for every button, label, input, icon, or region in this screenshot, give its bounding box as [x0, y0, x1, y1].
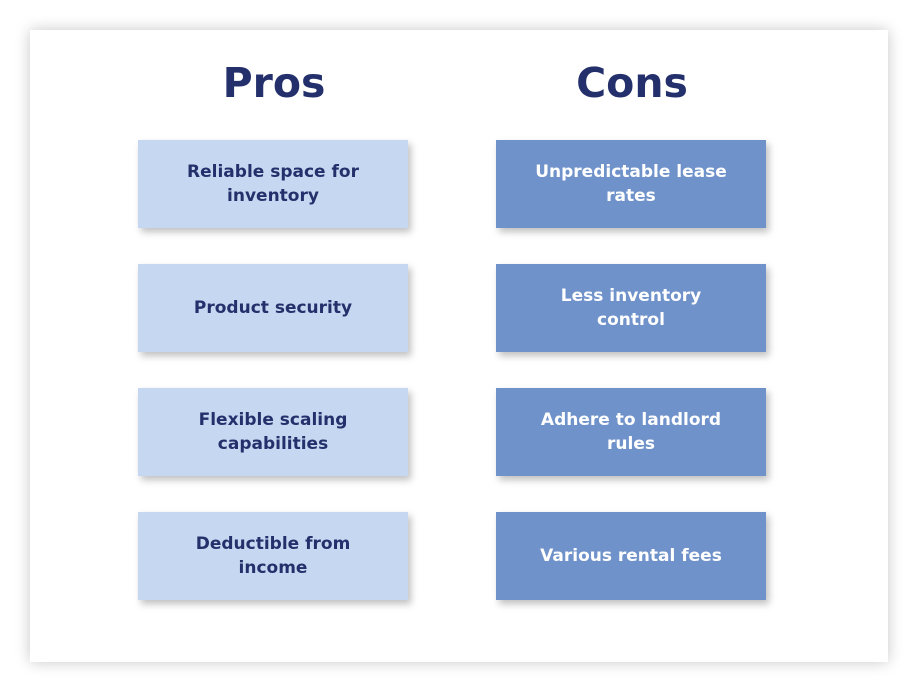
con-item-label: Less inventory control	[560, 286, 702, 330]
pro-item-label: Deductible from income	[195, 534, 351, 578]
pro-item-flexible-scaling: Flexible scaling capabilities	[138, 388, 408, 476]
con-item-unpredictable-rates: Unpredictable lease rates	[496, 140, 766, 228]
pros-heading: Pros	[222, 59, 326, 107]
con-item-landlord-rules: Adhere to landlord rules	[496, 388, 766, 476]
pro-item-label: Product security	[193, 298, 353, 318]
pro-item-label: Flexible scaling capabilities	[198, 410, 348, 454]
cons-heading: Cons	[576, 59, 688, 107]
con-item-label: Unpredictable lease rates	[535, 162, 727, 206]
pro-item-product-security: Product security	[138, 264, 408, 352]
pro-item-reliable-space: Reliable space for inventory	[138, 140, 408, 228]
pro-item-label: Reliable space for inventory	[187, 162, 359, 206]
con-item-rental-fees: Various rental fees	[496, 512, 766, 600]
con-item-less-control: Less inventory control	[496, 264, 766, 352]
con-item-label: Adhere to landlord rules	[540, 410, 722, 454]
pro-item-deductible: Deductible from income	[138, 512, 408, 600]
con-item-label: Various rental fees	[540, 546, 722, 566]
